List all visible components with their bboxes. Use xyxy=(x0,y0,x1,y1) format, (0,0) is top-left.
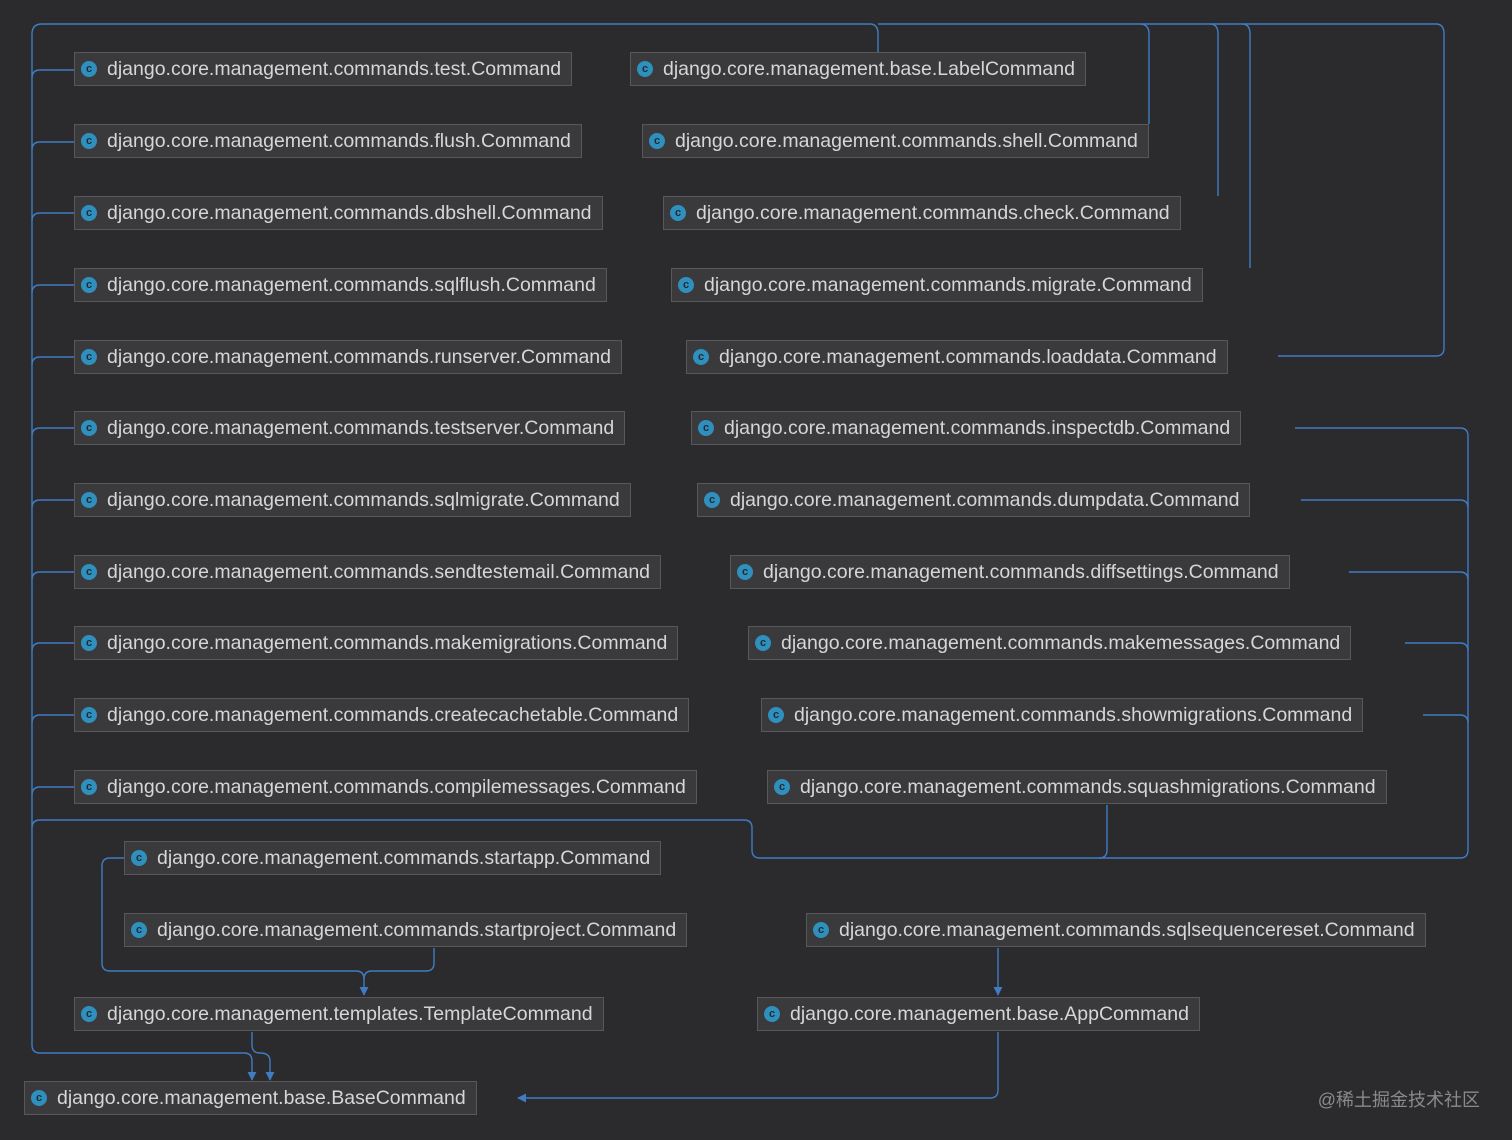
class-icon: c xyxy=(81,707,97,723)
class-icon: c xyxy=(678,277,694,293)
class-icon: c xyxy=(670,205,686,221)
class-icon: c xyxy=(764,1006,780,1022)
class-icon: c xyxy=(31,1090,47,1106)
class-icon: c xyxy=(81,420,97,436)
class-icon: c xyxy=(81,635,97,651)
class-icon: c xyxy=(704,492,720,508)
class-icon: c xyxy=(813,922,829,938)
class-icon: c xyxy=(81,779,97,795)
class-icon: c xyxy=(131,850,147,866)
class-icon: c xyxy=(81,205,97,221)
class-icon: c xyxy=(774,779,790,795)
class-icon: c xyxy=(81,349,97,365)
class-icon: c xyxy=(649,133,665,149)
class-icon: c xyxy=(81,61,97,77)
class-icon: c xyxy=(81,277,97,293)
class-icon: c xyxy=(693,349,709,365)
class-icon: c xyxy=(637,61,653,77)
class-icon: c xyxy=(81,564,97,580)
class-icon: c xyxy=(81,133,97,149)
class-icon: c xyxy=(81,1006,97,1022)
class-icon: c xyxy=(737,564,753,580)
class-icon: c xyxy=(755,635,771,651)
class-icon: c xyxy=(81,492,97,508)
class-icon: c xyxy=(131,922,147,938)
watermark: @稀土掘金技术社区 xyxy=(1317,1090,1480,1110)
class-icon: c xyxy=(698,420,714,436)
class-icon: c xyxy=(768,707,784,723)
